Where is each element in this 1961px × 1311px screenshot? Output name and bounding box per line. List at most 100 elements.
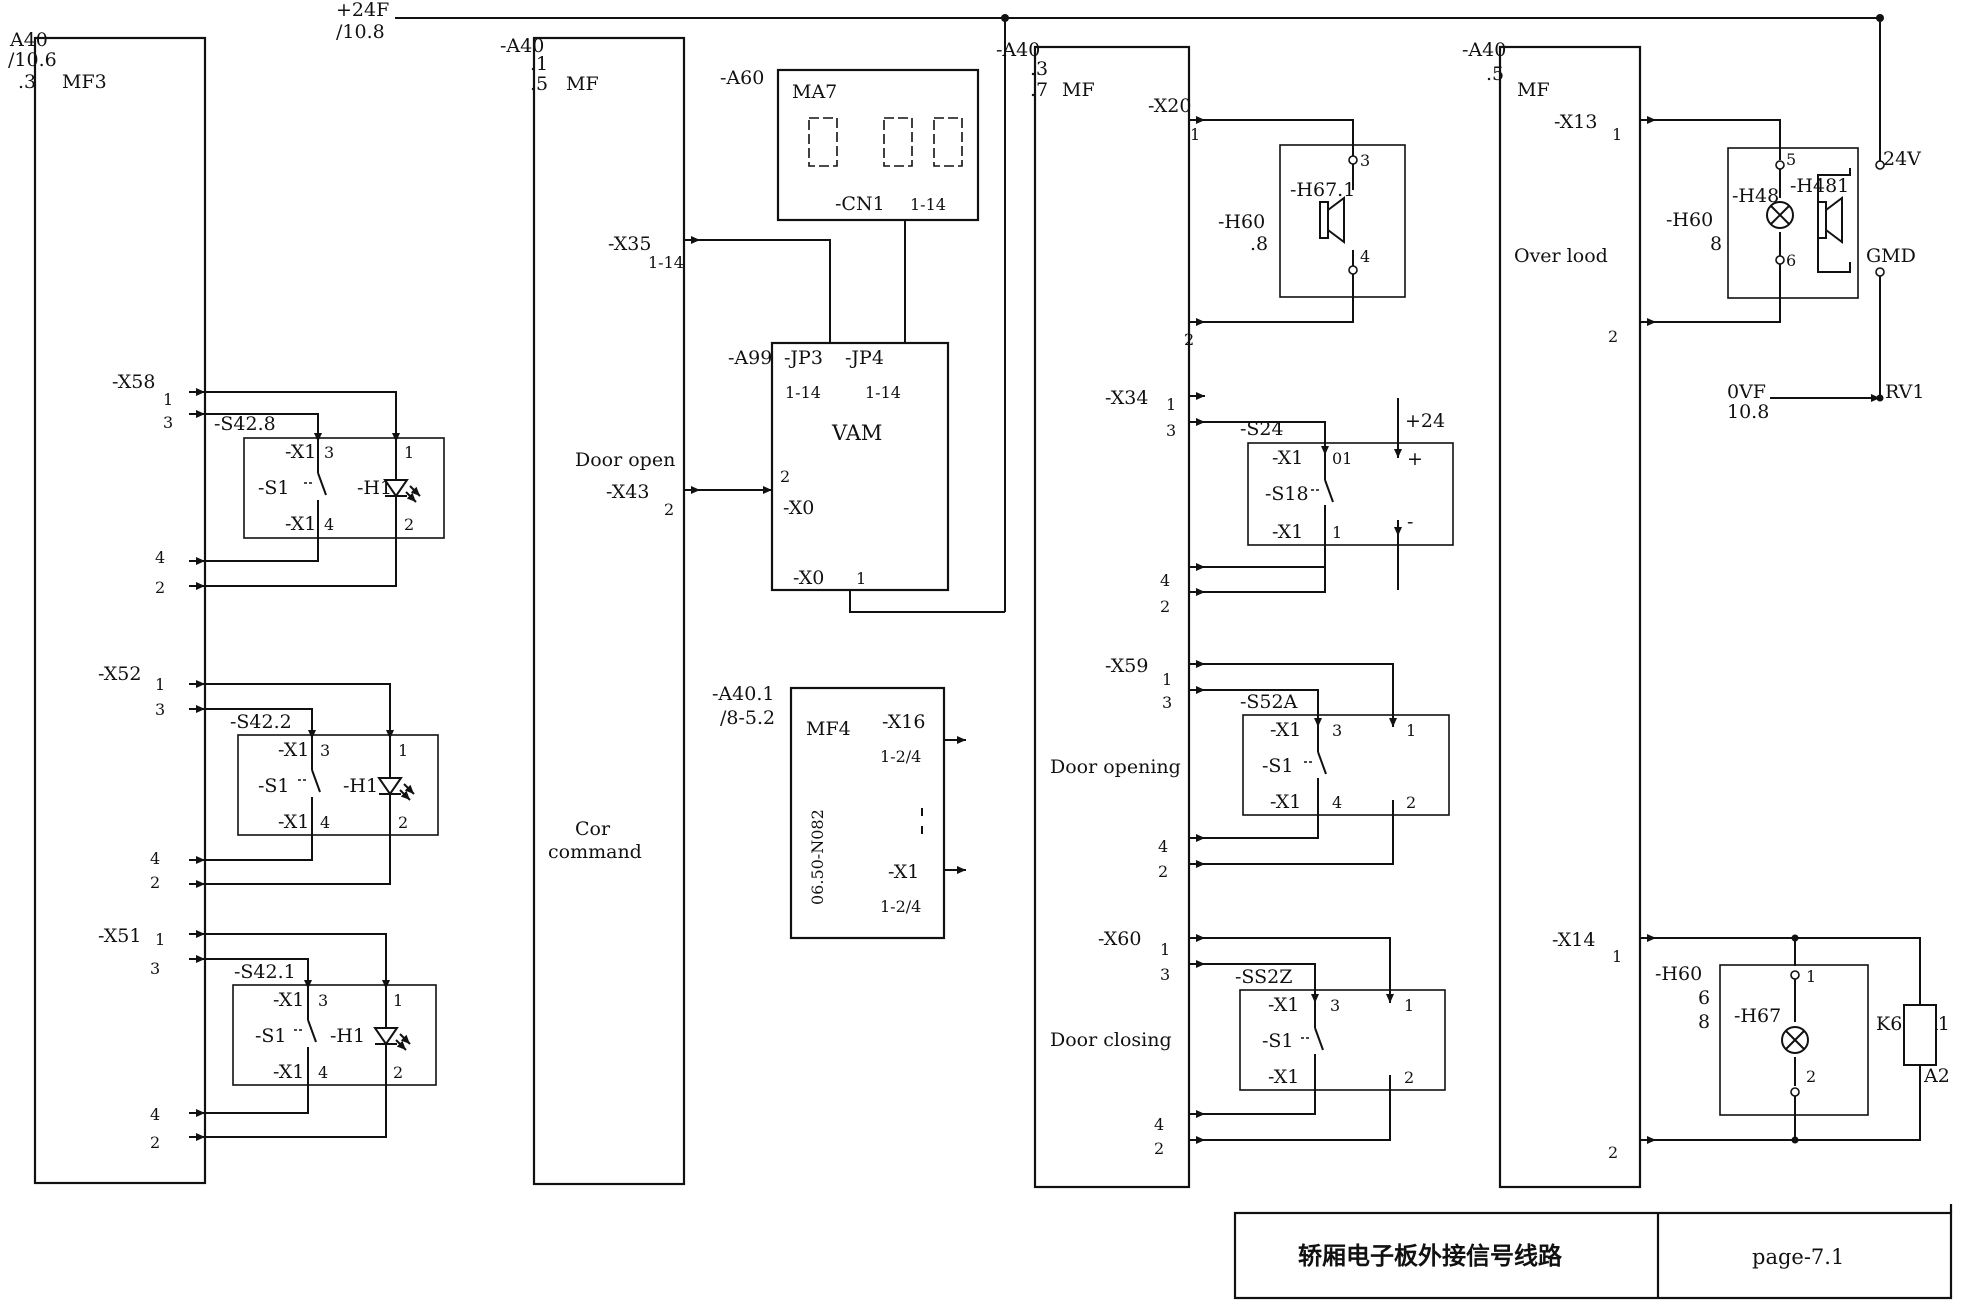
svg-text:.7: .7	[1030, 79, 1048, 101]
svg-text:-A99: -A99	[728, 347, 772, 369]
switch-s42-2	[237, 734, 439, 836]
svg-text:-JP3: -JP3	[784, 347, 823, 369]
svg-text:RV1: RV1	[1885, 381, 1924, 403]
wire-x34-3	[1189, 421, 1329, 455]
svg-text:1-2/4: 1-2/4	[880, 897, 921, 916]
switch-contact	[1317, 751, 1327, 775]
door-open-label: Door open	[575, 449, 675, 471]
svg-text:-X1: -X1	[1270, 791, 1301, 813]
svg-text:3: 3	[1330, 996, 1340, 1015]
svg-text:4: 4	[155, 548, 165, 567]
lamp-cross	[1785, 1030, 1805, 1050]
wire-x14-1	[1640, 937, 1921, 1005]
svg-text:-A40: -A40	[1462, 39, 1506, 61]
led-ray	[403, 783, 415, 795]
svg-text:1: 1	[856, 569, 866, 588]
svg-text:2: 2	[1406, 793, 1416, 812]
wire-x20-2	[1189, 274, 1354, 323]
switch-contact	[1324, 479, 1334, 503]
wire-pin1-to-led	[205, 933, 390, 989]
switch-s42-8	[243, 437, 445, 539]
wire-x13-2	[1640, 264, 1781, 323]
supply-plus24-label: +24F	[336, 0, 389, 21]
svg-text:4: 4	[320, 813, 330, 832]
led-icon	[377, 777, 403, 796]
switch-contact	[311, 769, 321, 793]
door-opening-label: Door opening	[1050, 756, 1181, 778]
svg-text:A2: A2	[1923, 1065, 1950, 1087]
switch-s52a	[1242, 714, 1450, 816]
mf4-part-number: 06.50-N082	[808, 809, 827, 905]
wire-x34-4	[1189, 528, 1326, 568]
svg-text:4: 4	[150, 849, 160, 868]
svg-text:0VF: 0VF	[1727, 381, 1766, 403]
svg-text:1: 1	[155, 930, 165, 949]
s42-1-label: -S42.1	[234, 961, 296, 983]
connector-x51-label: -X51	[98, 925, 141, 947]
module-mf4	[789, 686, 946, 940]
svg-text:4: 4	[1158, 837, 1168, 856]
svg-text:2: 2	[393, 1063, 403, 1082]
svg-text:2: 2	[1608, 1143, 1618, 1162]
svg-text:-S1: -S1	[255, 1025, 287, 1047]
svg-text:-H481: -H481	[1790, 175, 1849, 197]
horn-lead	[1817, 238, 1851, 273]
wire-x60-2	[1189, 1075, 1391, 1141]
s24-label: -S24	[1240, 418, 1284, 440]
terminal-ring	[1775, 160, 1785, 170]
svg-text:1-14: 1-14	[910, 195, 946, 214]
svg-text:2: 2	[398, 813, 408, 832]
wire-x59-1	[1189, 663, 1397, 727]
svg-text:-X1: -X1	[1268, 994, 1299, 1016]
svg-text:6: 6	[1698, 987, 1710, 1009]
svg-text:2: 2	[150, 1133, 160, 1152]
svg-text:-H1: -H1	[330, 1025, 365, 1047]
horn-icon	[1817, 196, 1843, 244]
svg-text:4: 4	[1360, 247, 1370, 266]
svg-text:.8: .8	[1250, 233, 1268, 255]
svg-text:3: 3	[320, 741, 330, 760]
svg-text:4: 4	[324, 515, 334, 534]
svg-text:2: 2	[404, 515, 414, 534]
wire-pin1-to-led	[205, 391, 400, 442]
svg-text:1: 1	[1404, 996, 1414, 1015]
led-ray	[405, 491, 417, 503]
wire-pin4	[205, 534, 319, 562]
switch-contact	[317, 472, 327, 496]
board-mf-a40-1-name: MF	[566, 73, 599, 95]
svg-text:2: 2	[150, 873, 160, 892]
board-mf-a40-1: -A40 .1 .5 MF Door open Cor command -X35…	[500, 35, 980, 1186]
svg-text:.5: .5	[530, 73, 548, 95]
connector-x52-label: -X52	[98, 663, 141, 685]
wire-x60-1	[1189, 937, 1394, 1003]
svg-text:-A60: -A60	[720, 67, 764, 89]
svg-text:4: 4	[1154, 1115, 1164, 1134]
wire-x59-4	[1189, 778, 1319, 839]
connector-x20-label: -X20	[1148, 95, 1191, 117]
svg-text:-S1: -S1	[258, 775, 290, 797]
svg-text:-X1: -X1	[278, 811, 309, 833]
svg-text:-A40.1: -A40.1	[712, 683, 774, 705]
svg-text:1: 1	[404, 443, 414, 462]
svg-text:/8-5.2: /8-5.2	[720, 707, 775, 729]
led-ray	[399, 789, 411, 801]
terminal-ring	[1775, 255, 1785, 265]
board-mf-a40-3-wiring	[1189, 116, 1402, 1144]
svg-text:2: 2	[155, 578, 165, 597]
vam-label: VAM	[831, 421, 882, 445]
connector-x13-label: -X13	[1554, 111, 1597, 133]
svg-text:-X1: -X1	[278, 739, 309, 761]
svg-text:.3: .3	[1030, 58, 1048, 80]
svg-text:6: 6	[1786, 251, 1796, 270]
board-mf3-ref3: .3	[18, 71, 36, 93]
board-mf-a40-3: -A40 .3 .7 MF Door opening Door closing …	[996, 39, 1454, 1189]
wire-x60-3	[1189, 963, 1319, 1003]
svg-text:3: 3	[155, 700, 165, 719]
board-mf3-wiring	[189, 388, 421, 1141]
svg-text:1: 1	[1806, 967, 1816, 986]
svg-text:-X1: -X1	[273, 989, 304, 1011]
title-block: 轿厢电子板外接信号线路 page-7.1	[1233, 1204, 1953, 1300]
horn-lead	[1817, 168, 1851, 202]
svg-text:24V: 24V	[1883, 148, 1921, 170]
